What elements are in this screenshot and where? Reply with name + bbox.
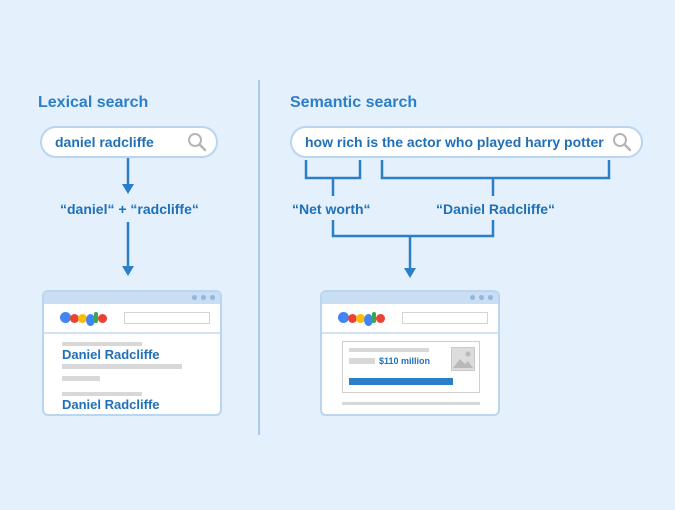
bracket-actor — [380, 160, 611, 196]
result-title-1[interactable]: Daniel Radcliffe — [62, 347, 160, 362]
answer-value: $110 million — [379, 356, 431, 366]
lexical-results-window: Daniel Radcliffe Daniel Radcliffe — [42, 290, 222, 416]
search-icon[interactable] — [611, 131, 633, 153]
semantic-search-box[interactable]: how rich is the actor who played harry p… — [290, 126, 643, 158]
semantic-results-window: $110 million — [320, 290, 500, 416]
concept-daniel-radcliffe: “Daniel Radcliffe“ — [436, 201, 556, 217]
lexical-heading: Lexical search — [38, 94, 149, 111]
search-engine-logo — [338, 312, 388, 326]
result-snippet-line — [342, 402, 480, 405]
lexical-tokens: “daniel“ + “radcliffe“ — [60, 201, 199, 217]
arrow-down-icon — [122, 158, 134, 194]
header-separator — [322, 332, 498, 334]
semantic-connectors — [304, 160, 611, 278]
lexical-arrows — [122, 158, 134, 276]
result-snippet-line — [62, 376, 100, 381]
header-separator — [44, 332, 220, 334]
semantic-heading: Semantic search — [290, 94, 418, 111]
merge-connector — [331, 220, 495, 270]
concept-net-worth: “Net worth“ — [292, 201, 371, 217]
answer-card[interactable]: $110 million — [342, 341, 480, 393]
card-label-line — [349, 358, 375, 364]
semantic-query-text: how rich is the actor who played harry p… — [305, 134, 604, 150]
arrow-down-icon — [122, 222, 134, 276]
card-title-line — [349, 348, 429, 352]
lexical-query-text: daniel radcliffe — [55, 134, 154, 150]
lexical-search-box[interactable]: daniel radcliffe — [40, 126, 218, 158]
section-divider — [258, 80, 260, 435]
window-titlebar — [44, 292, 220, 304]
search-bar[interactable] — [124, 312, 210, 324]
result-snippet-line — [62, 364, 182, 369]
result-url-line — [62, 392, 142, 396]
answer-highlight-bar — [349, 378, 453, 385]
image-placeholder-icon — [451, 347, 475, 371]
result-url-line — [62, 342, 142, 346]
arrow-down-icon — [404, 268, 416, 278]
search-bar[interactable] — [402, 312, 488, 324]
search-engine-logo — [60, 312, 110, 326]
search-icon[interactable] — [186, 131, 208, 153]
bracket-net-worth — [304, 160, 362, 196]
window-titlebar — [322, 292, 498, 304]
result-title-2[interactable]: Daniel Radcliffe — [62, 397, 160, 412]
